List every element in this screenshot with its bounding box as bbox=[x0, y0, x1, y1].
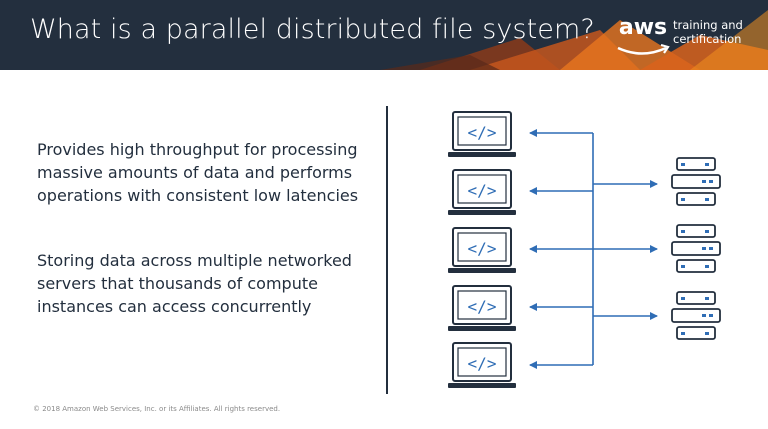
laptop-icon: </> bbox=[448, 169, 516, 215]
laptop-icon: </> bbox=[448, 111, 516, 157]
server-icon bbox=[671, 224, 721, 273]
bullet-throughput: Provides high throughput for processing … bbox=[37, 140, 359, 205]
header-band: What is a parallel distributed file syst… bbox=[0, 0, 768, 70]
code-glyph: </> bbox=[468, 354, 497, 373]
header-decoration bbox=[380, 10, 768, 70]
bullet-storage: Storing data across multiple networked s… bbox=[37, 251, 352, 316]
page-title: What is a parallel distributed file syst… bbox=[30, 14, 595, 45]
code-glyph: </> bbox=[468, 297, 497, 316]
laptop-icon: </> bbox=[448, 342, 516, 388]
aws-smile-icon bbox=[617, 43, 670, 55]
tagline: training and certification bbox=[673, 18, 743, 46]
code-glyph: </> bbox=[468, 123, 497, 142]
laptop-icon: </> bbox=[448, 227, 516, 273]
laptop-icon: </> bbox=[448, 285, 516, 331]
bullet-list: Provides high throughput for processing … bbox=[37, 138, 377, 360]
vertical-divider bbox=[386, 106, 388, 394]
tagline-line-2: certification bbox=[673, 32, 742, 46]
server-icon bbox=[671, 157, 721, 206]
code-glyph: </> bbox=[468, 181, 497, 200]
tagline-line-1: training and bbox=[673, 18, 743, 32]
code-glyph: </> bbox=[468, 239, 497, 258]
copyright-notice: © 2018 Amazon Web Services, Inc. or its … bbox=[33, 405, 281, 413]
server-icon bbox=[671, 291, 721, 340]
aws-logo: aws bbox=[618, 15, 668, 40]
